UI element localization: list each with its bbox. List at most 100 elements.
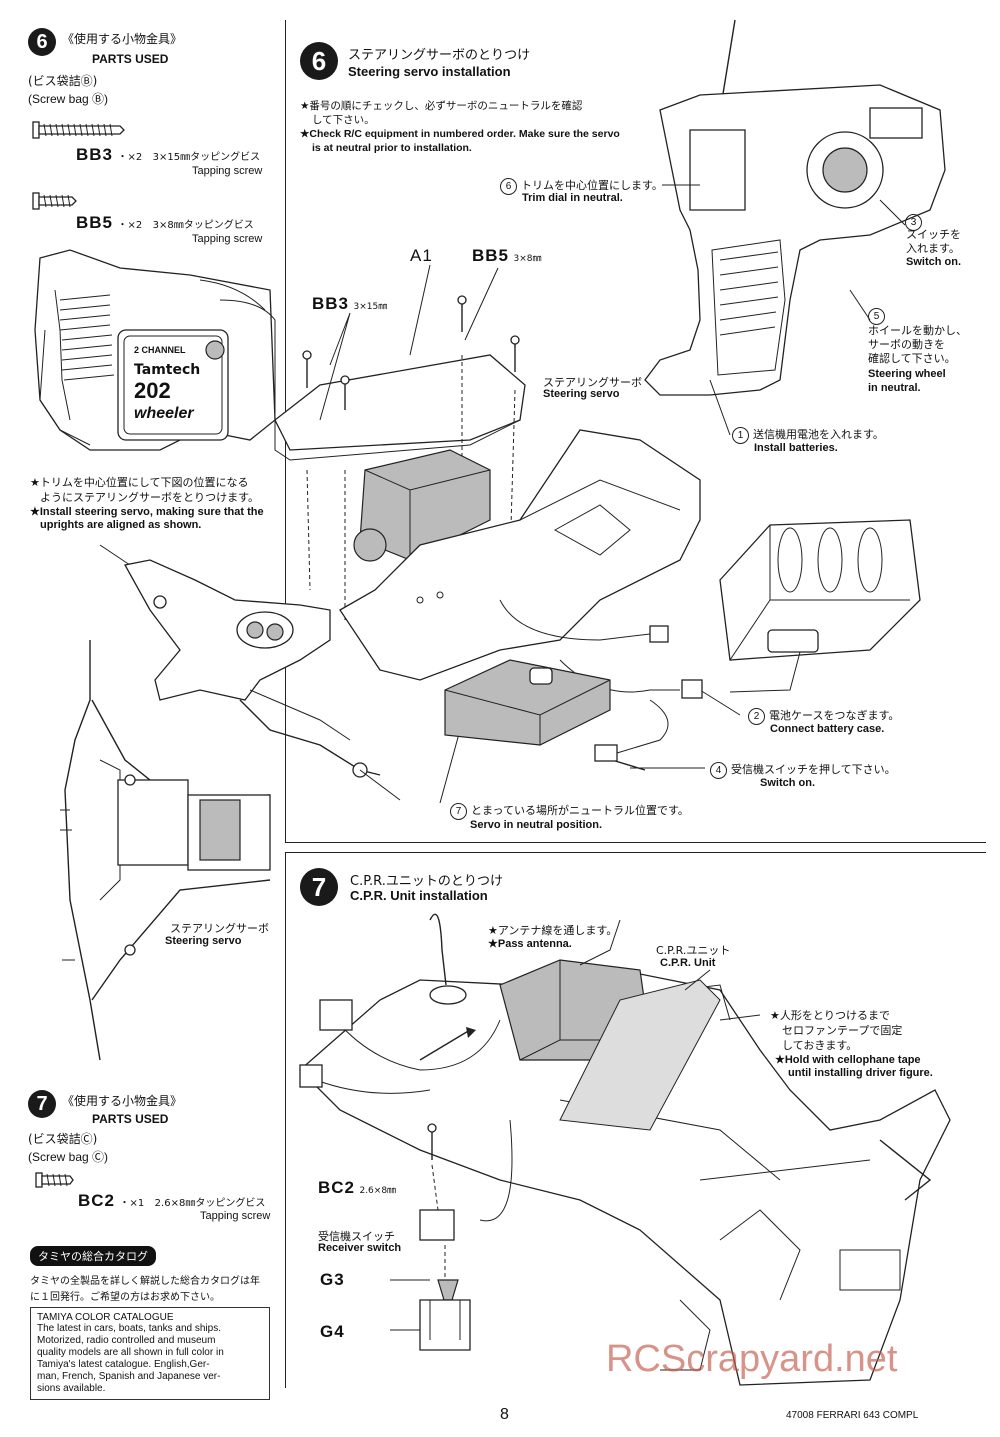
step6-note-jp-2: して下さい。 (312, 114, 375, 126)
page-number: 8 (500, 1406, 509, 1423)
left-note-en-2: uprights are aligned as shown. (40, 519, 202, 531)
left-note-jp-2: ようにステアリングサーボをとりつけます。 (40, 491, 260, 504)
check-number: 1 (732, 427, 749, 444)
part-name-en: Tapping screw (192, 165, 263, 177)
catalog-line: quality models are all shown in full col… (37, 1347, 224, 1358)
part-code: BB3 (76, 145, 114, 164)
check-number: 7 (450, 803, 467, 820)
check-7-servo-neutral: 7 とまっている場所がニュートラル位置です。 (450, 801, 689, 820)
catalog-text-jp-1: タミヤの全製品を詳しく解説した総合カタログは年 (30, 1276, 260, 1287)
step7-frame (285, 852, 986, 1388)
transmitter-brand: Tamtech (134, 362, 201, 378)
part-qty: ・×2 (117, 220, 143, 231)
part-qty: ・×1 (119, 1198, 145, 1209)
transmitter-channel: 2 CHANNEL (134, 345, 186, 355)
parts-used-title-jp: 《使用する小物金具》 (62, 1094, 183, 1108)
catalog-title-en: TAMIYA COLOR CATALOGUE (37, 1312, 174, 1323)
check-number: 5 (868, 308, 885, 325)
antenna-note-en: ★Pass antenna. (488, 938, 572, 950)
check-jp: トリムを中心位置にします。 (521, 179, 663, 192)
wires-illustration (299, 999, 501, 1094)
step-number-badge: 7 (28, 1090, 56, 1118)
bb5-size: 3×8㎜ (513, 254, 542, 264)
bb5-code: BB5 (472, 246, 510, 265)
check-7-en: Servo in neutral position. (470, 819, 603, 831)
steering-plate-illustration (123, 559, 401, 801)
tape-note-en-2: until installing driver figure. (788, 1067, 933, 1079)
transmitter-model: 202 (134, 378, 171, 403)
step6-note-en-2: is at neutral prior to installation. (312, 142, 472, 154)
check-2-en: Connect battery case. (770, 723, 885, 735)
catalog-title-jp: タミヤの総合カタログ (30, 1246, 156, 1266)
left-step6-parts: 6 《使用する小物金具》 PARTS USED (ビス袋詰Ⓑ) (Screw b… (28, 28, 283, 106)
screws-illustration (302, 295, 520, 410)
screw-bag-jp: (ビス袋詰Ⓑ) (28, 74, 98, 88)
catalog-section: タミヤの総合カタログ タミヤの全製品を詳しく解説した総合カタログは年 に１回発行… (30, 1246, 270, 1400)
check-jp: 送信機用電池を入れます。 (753, 428, 884, 441)
check-3-jp-a: スイッチを (906, 228, 961, 241)
screw-and-switch-illustration (390, 1119, 513, 1351)
step-title-jp: ステアリングサーボのとりつけ (348, 48, 531, 63)
parts-used-title-en: PARTS USED (92, 1112, 169, 1126)
check-number: 6 (500, 178, 517, 195)
check-6-trim: 6 トリムを中心位置にします。 (500, 176, 663, 195)
part-row-bb5: BB5 ・×2 3×8㎜タッピングビス (76, 213, 254, 233)
check-3-switch: 3 (905, 212, 926, 231)
check-5-wheel: 5 (868, 306, 889, 325)
catalog-line: Motorized, radio controlled and museum (37, 1335, 216, 1346)
step-number-badge: 6 (300, 42, 338, 80)
check-5-en-b: in neutral. (868, 382, 921, 394)
catalog-line: sions available. (37, 1383, 106, 1394)
part-row-bb3: BB3 ・×2 3×15㎜タッピングビス (76, 145, 260, 165)
step-title-en: Steering servo installation (348, 64, 511, 79)
step6-header: 6 ステアリングサーボのとりつけ Steering servo installa… (300, 42, 530, 80)
transmitter-sub: wheeler (134, 405, 194, 422)
check-number: 3 (905, 214, 922, 231)
receiver-illustration (444, 599, 669, 762)
part-size: 3×15㎜タッピングビス (152, 152, 261, 163)
transmitter-illustration (644, 19, 946, 396)
receiver-switch-en: Receiver switch (318, 1242, 402, 1254)
step-title-en: C.P.R. Unit installation (350, 888, 488, 903)
cpr-label-jp: C.P.R.ユニット (656, 944, 731, 957)
screw-bb5-icon (32, 192, 77, 210)
antenna-note-jp: ★アンテナ線を通します。 (488, 924, 618, 937)
tape-note-en-1: ★Hold with cellophane tape (775, 1054, 921, 1066)
g3-label: G3 (320, 1270, 345, 1289)
watermark-text: RCScrapyard.net (606, 1338, 898, 1380)
catalog-line: Tamiya's latest catalogue. English,Ger- (37, 1359, 210, 1370)
check-jp: とまっている場所がニュートラル位置です。 (471, 804, 689, 817)
chassis-illustration (339, 429, 701, 681)
part-code: BB5 (76, 213, 114, 232)
left-note-en-1: ★Install steering servo, making sure tha… (30, 506, 264, 518)
check-5-jp-b: サーボの動きを (868, 338, 945, 351)
bc2-size: 2.6×8㎜ (359, 1186, 397, 1196)
check-jp: 電池ケースをつなぎます。 (769, 709, 900, 722)
left-servo-label-en: Steering servo (165, 935, 242, 947)
check-1-en: Install batteries. (754, 442, 838, 454)
left-note-jp-1: ★トリムを中心位置にして下図の位置になる (30, 476, 249, 489)
antenna-illustration (429, 913, 467, 1005)
part-size: 2.6×8㎜タッピングビス (154, 1198, 266, 1209)
step7-header: 7 C.P.R.ユニットのとりつけ C.P.R. Unit installati… (300, 868, 503, 906)
part-qty: ・×2 (117, 152, 143, 163)
step-number-badge: 6 (28, 28, 56, 56)
bb3-code: BB3 (312, 294, 350, 313)
bb3-callout: BB3 3×15㎜ (312, 294, 387, 314)
check-5-jp-a: ホイールを動かし、 (868, 324, 967, 337)
bc2-callout: BC2 2.6×8㎜ (318, 1178, 396, 1198)
steering-servo-illustration (353, 449, 491, 562)
bb3-size: 3×15㎜ (353, 302, 388, 312)
chassis-top-illustration (60, 640, 271, 1061)
parts-used-title-jp: 《使用する小物金具》 (62, 32, 183, 46)
left-servo-label-jp: ステアリングサーボ (170, 922, 269, 935)
check-3-en: Switch on. (906, 256, 961, 268)
check-1-batteries: 1 送信機用電池を入れます。 (732, 425, 884, 444)
check-3-jp-b: 入れます。 (906, 242, 960, 255)
